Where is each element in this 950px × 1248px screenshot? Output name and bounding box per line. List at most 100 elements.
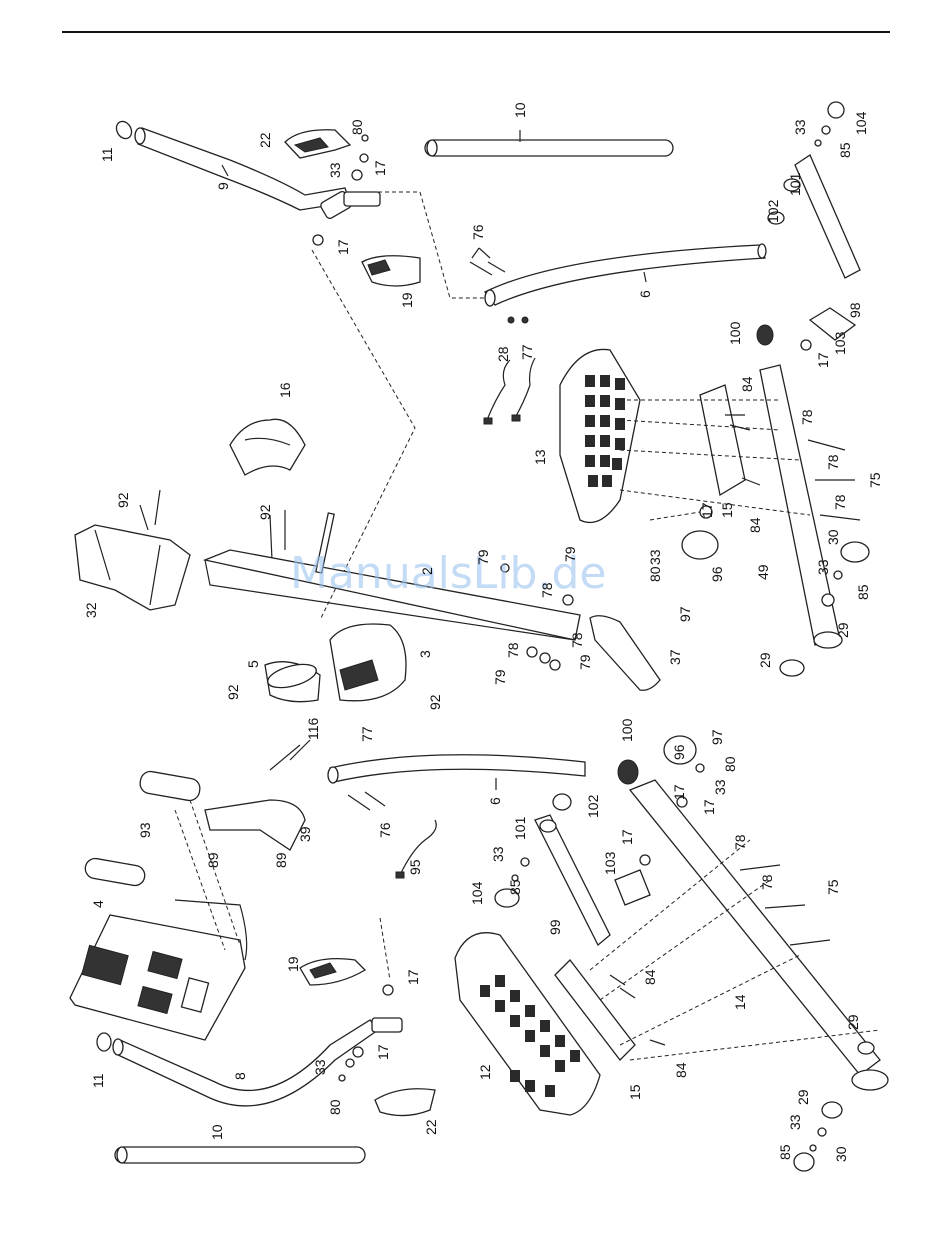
part-label-96: 96	[671, 744, 687, 760]
part-label-29: 29	[845, 1014, 861, 1030]
hardware-lower-right	[494, 735, 875, 1172]
part-label-89: 89	[273, 852, 289, 868]
part-49-pedal-arm	[759, 364, 843, 649]
part-label-85: 85	[855, 584, 871, 600]
hardware-parts-78-79	[500, 563, 574, 671]
part-label-100: 100	[727, 321, 743, 345]
part-label-17: 17	[671, 784, 687, 800]
part-label-103: 103	[832, 331, 848, 355]
part-label-85: 85	[777, 1144, 793, 1160]
part-label-5: 5	[245, 660, 261, 668]
part-label-101: 101	[512, 816, 528, 840]
part-label-92: 92	[115, 492, 131, 508]
part-label-32: 32	[83, 602, 99, 618]
part-22-lower-grip-shroud	[374, 1088, 436, 1117]
part-32-console-mount	[74, 524, 191, 611]
part-label-77: 77	[359, 726, 375, 742]
part-label-104: 104	[853, 111, 869, 135]
part-label-33: 33	[312, 1059, 328, 1075]
part-4-console	[69, 914, 246, 1041]
part-label-29: 29	[757, 652, 773, 668]
part-label-29: 29	[795, 1089, 811, 1105]
part-label-79: 79	[492, 669, 508, 685]
part-label-22: 22	[423, 1119, 439, 1135]
part-6-lower-arm	[327, 754, 586, 790]
part-label-49: 49	[755, 564, 771, 580]
part-2-upright	[202, 512, 581, 641]
part-39-handle	[174, 799, 306, 961]
part-label-10: 10	[209, 1124, 225, 1140]
part-label-78: 78	[759, 874, 775, 890]
part-label-102: 102	[765, 199, 781, 223]
part-93-grips	[84, 770, 201, 887]
part-label-92: 92	[257, 504, 273, 520]
part-label-80: 80	[349, 119, 365, 135]
part-92-upper-screws	[139, 489, 286, 561]
part-label-19: 19	[399, 292, 415, 308]
part-label-10: 10	[512, 102, 528, 118]
part-12-pedal	[454, 932, 601, 1116]
part-label-84: 84	[747, 517, 763, 533]
part-label-78: 78	[505, 642, 521, 658]
part-16-shroud	[229, 418, 306, 476]
part-label-78: 78	[732, 834, 748, 850]
part-label-17: 17	[701, 799, 717, 815]
part-label-17: 17	[335, 239, 351, 255]
part-15-lower-bracket	[554, 959, 636, 1061]
part-label-76: 76	[470, 224, 486, 240]
part-label-30: 30	[825, 529, 841, 545]
part-label-78: 78	[825, 454, 841, 470]
part-label-104: 104	[469, 881, 485, 905]
part-label-89: 89	[205, 852, 221, 868]
part-label-11: 11	[99, 147, 115, 162]
part-label-11: 11	[90, 1073, 106, 1088]
upper-alignment-dashes-a	[378, 191, 485, 299]
part-label-85: 85	[837, 142, 853, 158]
lower-alignment-dashes	[174, 799, 881, 1061]
part-8-handle	[112, 1017, 403, 1107]
part-5-ring	[264, 661, 321, 703]
hardware-near-part-9	[312, 134, 369, 246]
part-10-lower-bar	[114, 1146, 366, 1164]
upper-alignment-dashes-c	[619, 399, 811, 521]
part-19-upper-grip-shroud	[361, 255, 421, 287]
part-label-102: 102	[585, 794, 601, 818]
part-98-103-upper	[794, 154, 861, 341]
part-label-103: 103	[602, 851, 618, 875]
part-label-15: 15	[719, 502, 735, 518]
part-label-28: 28	[495, 346, 511, 362]
watermark: ManualsLib.de	[290, 548, 606, 599]
part-19-lower-grip-shroud	[299, 957, 367, 986]
part-label-78: 78	[799, 409, 815, 425]
part-76-lower-bolts	[347, 791, 386, 811]
part-label-79: 79	[562, 546, 578, 562]
part-22-upper-grip-shroud	[284, 129, 352, 159]
part-label-78: 78	[832, 494, 848, 510]
part-label-33: 33	[490, 846, 506, 862]
part-label-17: 17	[815, 352, 831, 368]
part-label-79: 79	[475, 549, 491, 565]
part-label-12: 12	[477, 1064, 493, 1080]
part-label-39: 39	[297, 826, 313, 842]
part-76-upper-bolts	[469, 247, 506, 276]
part-label-29: 29	[835, 622, 851, 638]
part-label-101: 101	[787, 172, 803, 196]
part-6-upper-arm	[484, 243, 767, 307]
part-37-shroud	[589, 615, 661, 691]
part-15-upper-bracket	[699, 384, 746, 497]
part-label-76: 76	[377, 822, 393, 838]
part-95-wire	[395, 819, 437, 879]
part-label-22: 22	[257, 132, 273, 148]
part-label-30: 30	[833, 1146, 849, 1162]
part-label-3: 3	[417, 650, 433, 658]
part-label-75: 75	[825, 879, 841, 895]
part-116-bolts	[269, 739, 311, 771]
part-label-6: 6	[637, 290, 653, 298]
part-label-97: 97	[677, 606, 693, 622]
part-label-17: 17	[375, 1044, 391, 1060]
part-label-17: 17	[699, 502, 715, 518]
part-9-handle	[134, 127, 381, 219]
part-11-lower-cap	[96, 1032, 112, 1052]
part-label-33: 33	[647, 549, 663, 565]
